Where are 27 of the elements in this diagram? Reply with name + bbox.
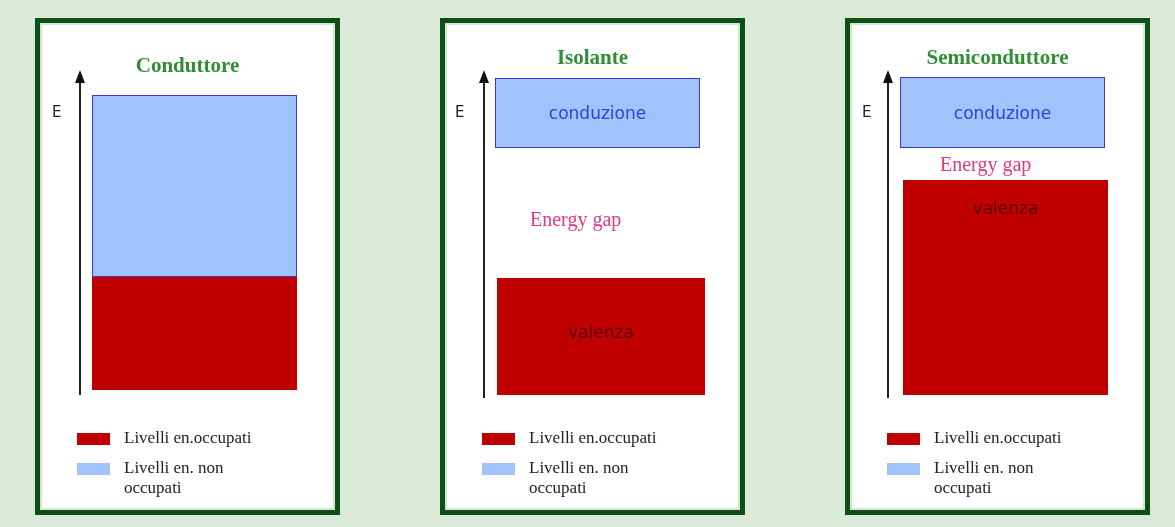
axis-label: E	[862, 103, 872, 121]
energy-band	[900, 77, 1105, 148]
panel-frame	[845, 18, 1150, 515]
panel-title: Semiconduttore	[925, 45, 1070, 70]
legend-text: Livelli en.occupati	[124, 428, 253, 448]
panel-frame	[35, 18, 340, 515]
legend-text: Livelli en. non occupati	[529, 458, 630, 498]
band-label: valenza	[568, 321, 634, 342]
panel-frame	[440, 18, 745, 515]
legend-text: Livelli en. non occupati	[124, 458, 225, 498]
panel-title: Conduttore	[134, 53, 241, 78]
legend-text: Livelli en.occupati	[934, 428, 1063, 448]
legend-text: Livelli en. non occupati	[934, 458, 1035, 498]
band-label: conduzione	[548, 103, 647, 123]
legend-text: Livelli en.occupati	[529, 428, 658, 448]
band-rect	[92, 95, 297, 277]
axis-label: E	[455, 103, 465, 121]
energy-band	[903, 180, 1108, 395]
energy-band	[495, 78, 700, 148]
energy-band	[497, 278, 705, 395]
gap-label: Energy gap	[530, 208, 622, 231]
band-label: valenza	[972, 197, 1039, 218]
panel-title: Isolante	[555, 45, 630, 70]
band-rect	[92, 277, 297, 390]
gap-label: Energy gap	[940, 153, 1032, 176]
axis-label: E	[52, 103, 62, 121]
band-label: conduzione	[953, 102, 1052, 123]
